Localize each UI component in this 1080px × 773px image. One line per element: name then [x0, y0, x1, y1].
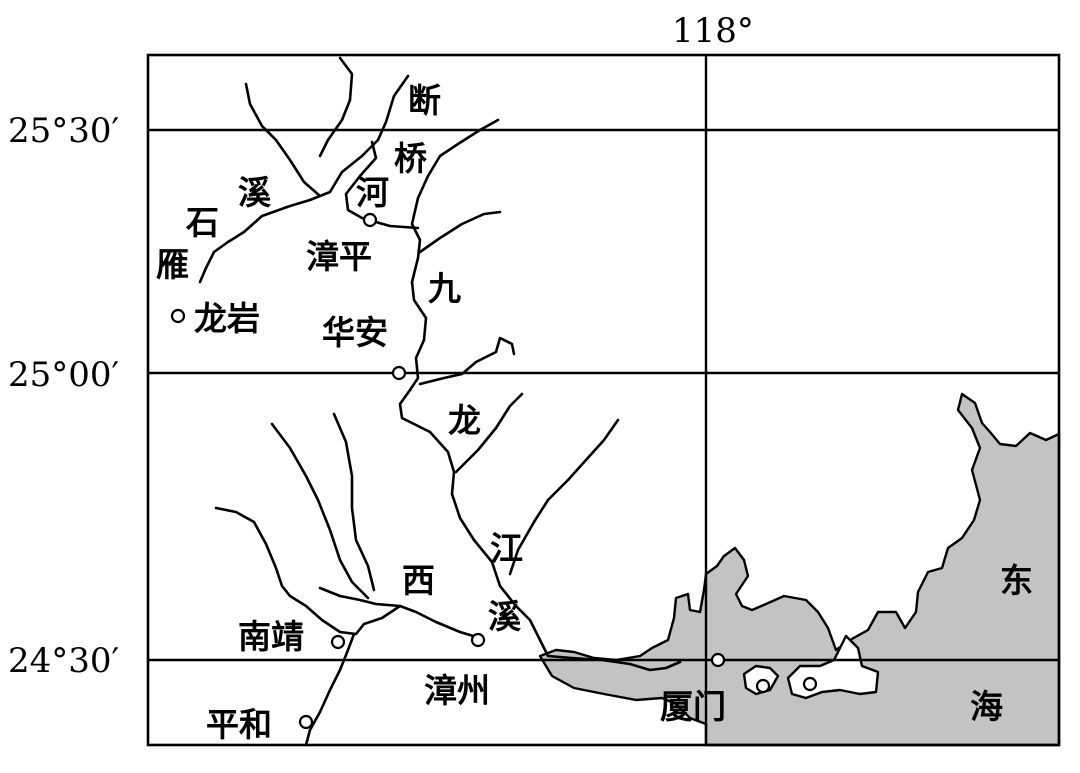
yanshi-stream-label-yan: 雁 — [156, 245, 189, 284]
pinghe-label: 平和 — [206, 705, 272, 744]
rivers — [198, 56, 682, 747]
duanqiao-river-label-duan: 断 — [408, 81, 441, 120]
cities — [170, 212, 818, 730]
west-stream-label-xi: 西 — [402, 561, 435, 600]
duanqiao-river-branch-2 — [344, 140, 420, 230]
tributary-northeast — [418, 210, 502, 254]
tributary-huaan-east — [418, 336, 516, 386]
yanshi-stream — [198, 190, 332, 284]
map-frame — [146, 53, 1061, 747]
xiamen-label: 厦门 — [660, 687, 726, 726]
longitude-label-118: 118° — [672, 11, 754, 51]
pinghe-river — [304, 632, 356, 747]
east-sea-label-hai: 海 — [970, 687, 1003, 726]
yanshi-stream-label-shi: 石 — [185, 203, 219, 242]
zhangzhou-city-marker — [470, 632, 486, 648]
pinghe-city-marker — [298, 714, 314, 730]
latitude-label-25-00: 25°00′ — [8, 355, 119, 395]
duanqiao-river-branch — [318, 56, 354, 158]
west-stream-upper — [270, 422, 370, 600]
east-sea-label-dong: 东 — [1000, 561, 1033, 600]
latitude-label-24-30: 24°30′ — [8, 641, 119, 681]
zhangzhou-label: 漳州 — [424, 671, 490, 710]
xiamen-island-marker — [755, 678, 771, 694]
huaan-label: 华安 — [322, 313, 388, 352]
tributary-southeast — [508, 418, 620, 576]
huaan-city-marker — [391, 365, 407, 381]
zhangping-label: 漳平 — [306, 237, 372, 276]
west-stream-west — [214, 506, 402, 636]
jiulong-river-main — [398, 118, 682, 672]
yanshi-stream-label-xi: 溪 — [238, 173, 272, 212]
nanjing-city-marker — [330, 634, 346, 650]
duanqiao-river-label-he: 河 — [356, 173, 389, 212]
duanqiao-river — [328, 74, 410, 194]
latitude-label-25-30: 25°30′ — [8, 111, 119, 151]
duanqiao-river-label-qiao: 桥 — [394, 139, 427, 178]
longyan-label: 龙岩 — [194, 299, 260, 338]
jinmen-marker — [802, 676, 818, 692]
jiulong-river-label-long: 龙 — [448, 401, 481, 440]
zhangping-city-marker — [362, 212, 378, 228]
west-stream-main — [318, 586, 482, 640]
longyan-city-marker — [170, 308, 186, 324]
nanjing-label: 南靖 — [238, 617, 304, 656]
yanshi-stream-branch — [244, 82, 322, 198]
jiulong-river-label-jiang: 江 — [490, 529, 523, 568]
xiamen-city-marker — [710, 652, 726, 668]
tributary-middle-east — [454, 392, 524, 474]
jiulong-river-label-jiu: 九 — [428, 269, 461, 308]
west-stream-upper-2 — [332, 412, 376, 592]
west-stream-label-stream: 溪 — [488, 597, 522, 636]
